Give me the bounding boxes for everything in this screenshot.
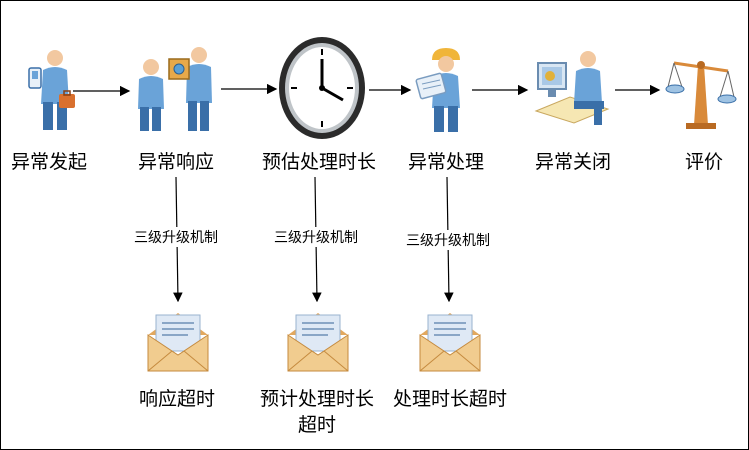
step-label-1: 异常发起 <box>10 151 88 173</box>
person-worker-clipboard-icon <box>415 48 460 132</box>
person-phone-briefcase-icon <box>28 50 75 130</box>
step-label-6: 评价 <box>684 151 724 173</box>
step-label-4: 异常处理 <box>407 151 485 173</box>
outcome-label-2a: 预计处理时长 <box>259 388 375 410</box>
clock-icon <box>279 37 365 139</box>
balance-scale-icon <box>665 61 737 129</box>
step-label-3: 预估处理时长 <box>261 151 377 173</box>
escalation-rule-2: 三级升级机制 <box>274 227 358 247</box>
outcome-label-1: 响应超时 <box>138 388 216 410</box>
person-computer-desk-icon <box>534 51 610 125</box>
envelope-icon <box>147 313 209 372</box>
envelope-icon <box>287 313 349 372</box>
envelope-icon <box>419 313 481 372</box>
escalation-rule-3: 三级升级机制 <box>406 230 490 250</box>
escalation-rule-1: 三级升级机制 <box>134 227 218 247</box>
step-label-5: 异常关闭 <box>534 151 612 173</box>
step-label-2: 异常响应 <box>137 151 215 173</box>
outcome-label-2b: 超时 <box>297 414 337 436</box>
people-handover-box-icon <box>138 47 212 131</box>
outcome-label-3: 处理时长超时 <box>392 388 508 410</box>
